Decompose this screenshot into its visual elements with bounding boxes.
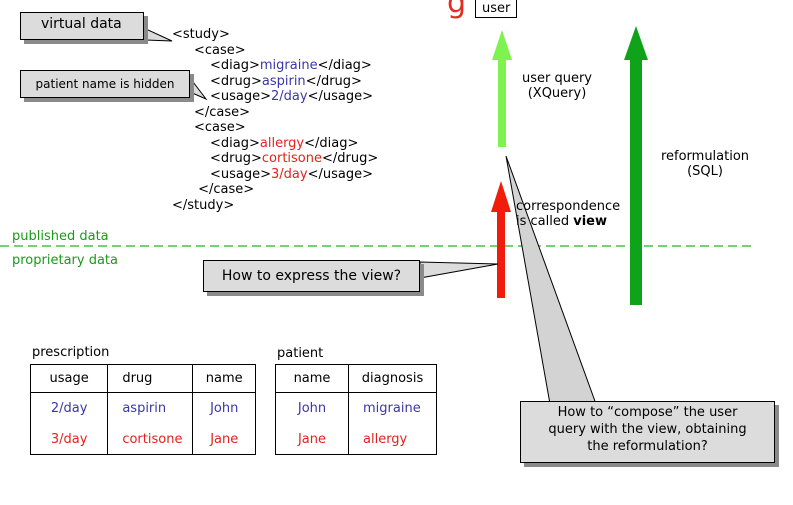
patient-hidden-pointer (189, 76, 208, 101)
user-box: user (475, 0, 518, 18)
table-cell: aspirin (107, 392, 194, 425)
patient-header-row: name diagnosis (275, 364, 437, 393)
table-cell: 2/day (29, 392, 109, 425)
xml-tag: <study> (172, 27, 230, 42)
prescription-header-drug: drug (107, 364, 194, 393)
table-cell: John (275, 392, 349, 425)
xml-line: </study> (172, 198, 378, 214)
xml-line: <case> (172, 120, 378, 136)
virtual-data-text: virtual data (41, 16, 122, 32)
published-data-label: published data (12, 229, 109, 244)
reformulation-arrow (624, 26, 648, 305)
xml-tag: <usage> (210, 89, 272, 104)
table-cell: John (192, 392, 256, 425)
xml-line: <usage>3/day</usage> (172, 167, 378, 183)
table-row: Jane allergy (275, 424, 437, 455)
xml-line: </case> (172, 182, 378, 198)
xml-tag: <drug> (210, 73, 262, 89)
table-row: 3/day cortisone Jane (29, 424, 256, 455)
table-row: John migraine (275, 392, 437, 425)
reformulation-language: (SQL) (687, 164, 723, 179)
xml-tag: <diag> (210, 135, 260, 151)
patient-table: name diagnosis John migraine Jane allerg… (275, 364, 437, 455)
prescription-caption: prescription (32, 345, 110, 360)
user-query-arrow (492, 30, 512, 147)
compose-callout-pointer (505, 155, 597, 405)
xml-line: <diag>migraine</diag> (172, 58, 378, 74)
user-query-language: (XQuery) (527, 86, 587, 101)
compose-query-text: How to “compose” the user query with the… (548, 405, 747, 454)
virtual-data-callout: virtual data (20, 12, 144, 40)
xml-value: allergy (259, 135, 305, 151)
xml-line: </case> (172, 105, 378, 121)
reformulation-label: reformulation (SQL) (652, 149, 758, 179)
xml-tag: <diag> (210, 58, 260, 73)
user-query-text: user query (521, 71, 592, 86)
table-cell: 3/day (29, 424, 109, 455)
xml-value: 2/day (271, 89, 308, 104)
xml-tag: </case> (194, 104, 251, 120)
xml-study-document: <study><case><diag>migraine</diag><drug>… (172, 27, 378, 213)
express-view-callout: How to express the view? (203, 260, 420, 292)
xml-tag: </study> (172, 197, 235, 213)
table-cell: cortisone (107, 424, 194, 455)
xml-tag: <usage> (210, 166, 272, 182)
reformulation-text: reformulation (660, 149, 750, 164)
xml-line: <usage>2/day</usage> (172, 89, 378, 105)
xml-tag: </diag> (304, 135, 359, 151)
xml-tag: </drug> (322, 151, 379, 166)
xml-tag: </case> (194, 182, 255, 197)
prescription-header-row: usage drug name (29, 364, 256, 393)
express-view-text: How to express the view? (221, 268, 402, 284)
xml-line: <study> (172, 27, 378, 43)
xml-tag: <drug> (210, 151, 262, 166)
patient-header-name: name (275, 364, 349, 393)
patient-hidden-text: patient name is hidden (35, 77, 175, 91)
patient-caption: patient (277, 346, 324, 361)
prescription-table: usage drug name 2/day aspirin John 3/day… (29, 364, 256, 455)
xml-line: <drug>cortisone</drug> (172, 151, 378, 167)
proprietary-data-label: proprietary data (12, 253, 118, 268)
prescription-header-usage: usage (29, 364, 109, 393)
correspondence-text: correspondence is called (516, 199, 621, 229)
xml-tag: </usage> (307, 166, 373, 182)
virtual-data-pointer (145, 28, 173, 42)
xml-tag: </usage> (307, 89, 373, 104)
patient-hidden-callout: patient name is hidden (20, 70, 190, 98)
xml-value: 3/day (271, 166, 308, 182)
compose-query-callout: How to “compose” the user query with the… (520, 401, 775, 463)
patient-header-diagnosis: diagnosis (348, 364, 437, 393)
title-fragment: g (447, 0, 467, 20)
xml-value: migraine (259, 58, 318, 73)
xml-tag: </diag> (317, 58, 372, 73)
view-arrow (491, 181, 511, 298)
xml-line: <diag>allergy</diag> (172, 136, 378, 152)
xml-line: <case> (172, 43, 378, 59)
xml-tag: <case> (194, 42, 246, 58)
xml-tag: </drug> (305, 73, 362, 89)
table-row: 2/day aspirin John (29, 392, 256, 425)
user-query-label: user query (XQuery) (512, 71, 602, 101)
view-word: view (573, 214, 608, 229)
xml-line: <drug>aspirin</drug> (172, 74, 378, 90)
xml-value: cortisone (261, 151, 322, 166)
xml-value: aspirin (261, 73, 306, 89)
table-cell: Jane (275, 424, 349, 455)
table-cell: migraine (348, 392, 437, 425)
correspondence-label: correspondence is called view (516, 199, 628, 229)
express-view-pointer (419, 261, 499, 279)
table-cell: Jane (192, 424, 256, 455)
table-cell: allergy (348, 424, 437, 455)
prescription-header-name: name (192, 364, 256, 393)
xml-tag: <case> (194, 120, 246, 135)
